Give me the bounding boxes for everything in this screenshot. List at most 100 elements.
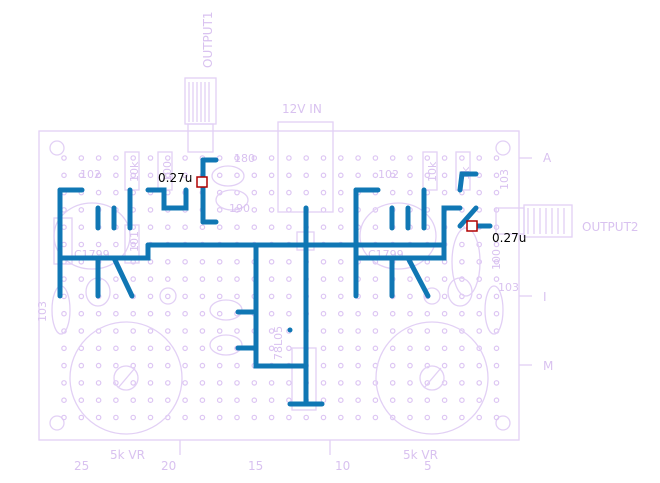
board-hole bbox=[320, 310, 327, 317]
board-hole bbox=[372, 380, 379, 386]
row-a-label: A bbox=[543, 151, 552, 165]
board-hole bbox=[130, 310, 137, 317]
board-hole bbox=[337, 293, 344, 300]
board-hole bbox=[476, 189, 483, 196]
board-hole bbox=[113, 172, 119, 179]
board-hole bbox=[286, 258, 292, 265]
board-hole bbox=[372, 310, 379, 317]
board-hole bbox=[251, 172, 258, 179]
board-hole bbox=[95, 241, 102, 248]
col-5-label: 5 bbox=[424, 459, 432, 473]
board-hole bbox=[407, 362, 413, 369]
board-hole bbox=[216, 224, 223, 231]
board-hole bbox=[234, 414, 240, 421]
mount-hole-tr bbox=[495, 140, 511, 156]
board-hole bbox=[493, 241, 500, 248]
board-hole bbox=[355, 414, 361, 421]
board-hole bbox=[476, 155, 483, 161]
board-hole bbox=[407, 397, 413, 404]
board-hole bbox=[113, 189, 119, 196]
traces bbox=[57, 157, 493, 407]
board-hole bbox=[286, 310, 292, 317]
board-hole bbox=[320, 362, 327, 369]
board-hole bbox=[95, 189, 102, 196]
board-hole bbox=[199, 224, 206, 231]
board-hole bbox=[165, 276, 171, 282]
board-hole bbox=[459, 397, 465, 404]
board-hole bbox=[251, 414, 258, 421]
board-hole bbox=[147, 207, 154, 213]
output1-jack-base bbox=[187, 123, 214, 153]
board-hole bbox=[182, 362, 188, 369]
board-hole bbox=[337, 310, 344, 317]
board-hole bbox=[320, 155, 327, 161]
board-hole bbox=[372, 155, 379, 161]
board-hole bbox=[78, 397, 85, 404]
board-hole bbox=[476, 380, 483, 386]
pot-left-wiper bbox=[117, 367, 136, 389]
row-i-label: I bbox=[543, 290, 547, 304]
board-hole bbox=[493, 293, 500, 300]
board-hole bbox=[320, 328, 327, 334]
board-hole bbox=[355, 397, 361, 404]
board-hole bbox=[147, 380, 154, 386]
board-hole bbox=[389, 328, 396, 334]
capacitor-right-marker bbox=[466, 220, 478, 232]
board-hole bbox=[441, 189, 448, 196]
vr-left-label: 5k VR bbox=[110, 448, 145, 462]
board-hole bbox=[320, 224, 327, 231]
board-hole bbox=[78, 414, 85, 421]
board-hole bbox=[130, 345, 137, 352]
board-hole bbox=[441, 397, 448, 404]
board-hole bbox=[182, 397, 188, 404]
board-hole bbox=[389, 362, 396, 369]
board-hole bbox=[407, 189, 413, 196]
trimmer-mid-left bbox=[159, 287, 177, 305]
trace-center-left bbox=[253, 242, 309, 369]
board-hole bbox=[251, 397, 258, 404]
board-hole bbox=[389, 310, 396, 317]
board-hole bbox=[320, 380, 327, 386]
board-hole bbox=[199, 362, 206, 369]
board-hole bbox=[320, 172, 327, 179]
board-hole bbox=[459, 258, 465, 265]
board-hole bbox=[407, 345, 413, 352]
board-hole bbox=[113, 414, 119, 421]
board-hole bbox=[216, 414, 223, 421]
board-hole bbox=[61, 414, 67, 421]
board-hole bbox=[355, 172, 361, 179]
board-hole bbox=[337, 189, 344, 196]
board-hole bbox=[493, 276, 500, 282]
board-hole bbox=[372, 172, 379, 179]
board-hole bbox=[389, 155, 396, 161]
board-hole bbox=[476, 414, 483, 421]
board-hole bbox=[424, 328, 431, 334]
board-hole bbox=[320, 276, 327, 282]
board-hole bbox=[216, 276, 223, 282]
code-103-right: 103 bbox=[498, 281, 519, 294]
board-hole bbox=[251, 189, 258, 196]
board-hole bbox=[337, 207, 344, 213]
board-hole bbox=[95, 172, 102, 179]
board-hole bbox=[234, 397, 240, 404]
board-hole bbox=[199, 328, 206, 334]
mount-hole-tl bbox=[49, 140, 65, 156]
board-hole bbox=[268, 345, 275, 352]
col-20-label: 20 bbox=[161, 459, 176, 473]
board-hole bbox=[234, 172, 240, 179]
power-in-label: 12V IN bbox=[282, 102, 322, 116]
board-hole bbox=[286, 155, 292, 161]
board-hole bbox=[303, 414, 310, 421]
trace-right-bus-drop bbox=[353, 205, 463, 261]
board-hole bbox=[372, 276, 379, 282]
board-hole bbox=[130, 380, 137, 386]
board-hole bbox=[337, 172, 344, 179]
board-hole bbox=[78, 172, 85, 179]
board-hole bbox=[372, 414, 379, 421]
board-hole bbox=[147, 172, 154, 179]
board-hole bbox=[476, 328, 483, 334]
board-hole bbox=[234, 293, 240, 300]
board-hole bbox=[407, 276, 413, 282]
board-hole bbox=[476, 293, 483, 300]
board-hole bbox=[372, 207, 379, 213]
